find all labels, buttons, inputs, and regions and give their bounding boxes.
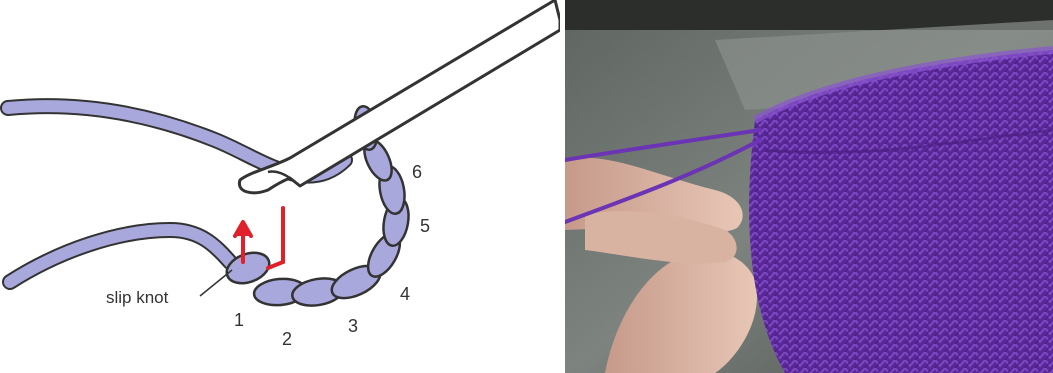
- stitch-number-5: 5: [420, 216, 430, 236]
- slip-knot-label: slip knot: [106, 288, 169, 307]
- slip-knot-leader: [200, 270, 232, 296]
- stitch-number-1: 1: [234, 310, 244, 330]
- crochet-chain-diagram: slip knot 1 2 3 4 5 6: [0, 0, 560, 373]
- knitted-fabric-photo: [565, 0, 1053, 373]
- diagram-canvas: slip knot 1 2 3 4 5 6: [0, 0, 560, 373]
- stitch-number-6: 6: [412, 162, 422, 182]
- stitch-number-3: 3: [348, 316, 358, 336]
- stitch-number-4: 4: [400, 284, 410, 304]
- crochet-hook-icon: [239, 0, 560, 193]
- photo-canvas: [565, 0, 1053, 373]
- stitch-number-2: 2: [282, 329, 292, 349]
